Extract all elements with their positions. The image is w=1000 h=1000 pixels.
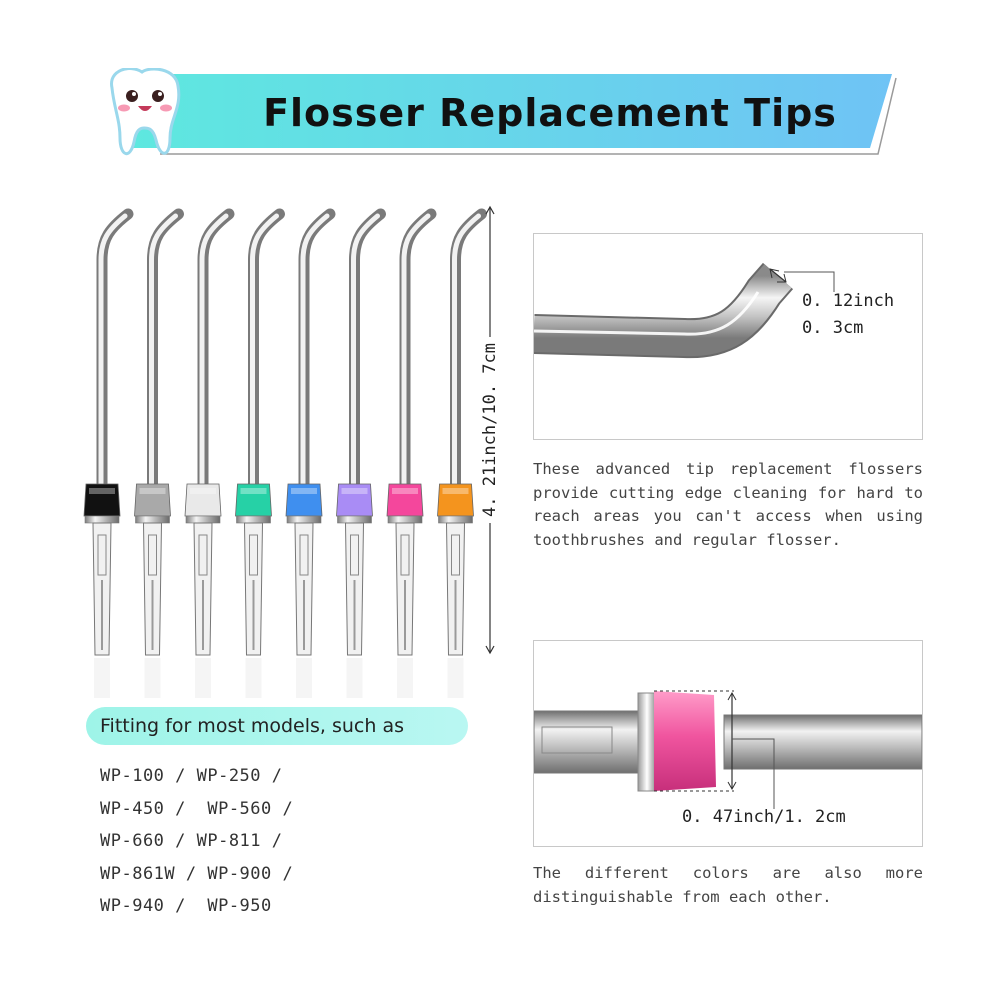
- fitting-pill: [86, 707, 468, 745]
- title-banner: Flosser Replacement Tips: [100, 68, 900, 163]
- tip-collar: [336, 483, 373, 517]
- collar-closeup-image: [534, 690, 922, 809]
- tip-pink: [386, 208, 437, 698]
- tips-row: [60, 200, 500, 700]
- model-line: WP-861W / WP-900 /: [100, 863, 294, 884]
- tip-closeup-image: [534, 262, 835, 359]
- tip-orange: [437, 208, 487, 698]
- tip-purple: [336, 208, 386, 698]
- tip-collar: [134, 483, 171, 517]
- tip-collar: [437, 483, 474, 517]
- banner-shape: [110, 68, 897, 155]
- tip-white: [184, 208, 235, 698]
- pink-collar: [654, 691, 716, 791]
- tip-black: [83, 208, 134, 698]
- tip-collar: [83, 483, 121, 517]
- tip-opening-dimension-inch: 0. 12inch: [802, 291, 895, 311]
- model-line: WP-100 / WP-250 /: [100, 766, 283, 786]
- tip-blue: [285, 208, 336, 698]
- tip-collar: [184, 483, 222, 517]
- model-list: WP-100 / WP-250 / WP-450 / WP-560 / WP-6…: [100, 760, 400, 923]
- tip-opening-dimension-cm: 0. 3cm: [802, 318, 864, 338]
- tip-collar: [285, 483, 323, 517]
- length-dimension-label: 4. 21inch/10. 7cm: [480, 337, 500, 523]
- tooth-mascot-icon: [110, 68, 181, 155]
- tip-collar: [235, 483, 272, 517]
- fitting-label: Fitting for most models, such as: [100, 715, 404, 737]
- tip-closeup-panel: 0. 12inch 0. 3cm: [533, 233, 923, 440]
- page-title: Flosser Replacement Tips: [263, 91, 837, 135]
- tip-collar: [386, 483, 424, 517]
- collar-dimension-label: 0. 47inch/1. 2cm: [682, 807, 846, 827]
- model-line: WP-450 / WP-560 /: [100, 798, 294, 819]
- tips-illustration: [83, 208, 487, 698]
- color-description: The different colors are also more disti…: [533, 864, 923, 906]
- tip-grey: [134, 208, 184, 698]
- collar-closeup-panel: 0. 47inch/1. 2cm: [533, 640, 923, 847]
- tip-green: [235, 208, 285, 698]
- tip-description: These advanced tip replacement flossers …: [533, 460, 923, 549]
- model-line: WP-940 / WP-950: [100, 896, 272, 916]
- model-line: WP-660 / WP-811 /: [100, 831, 283, 851]
